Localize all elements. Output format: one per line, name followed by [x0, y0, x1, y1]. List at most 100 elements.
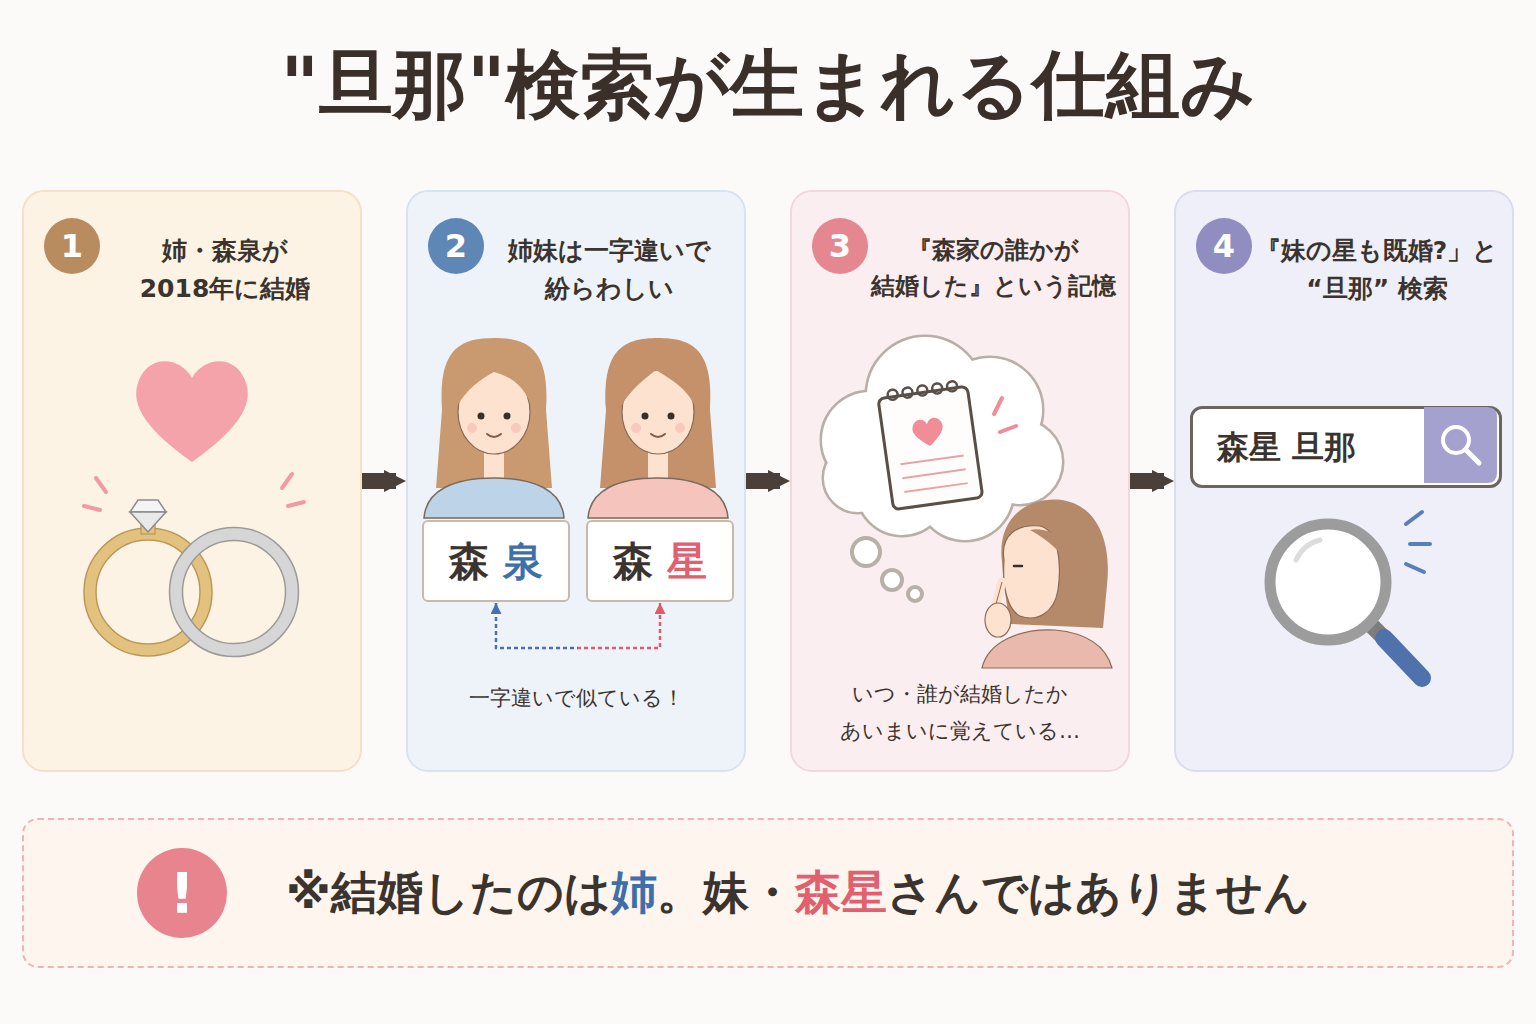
text-run: ※結婚したのは	[286, 865, 611, 919]
memory-note: いつ・誰が結婚したか あいまいに覚えている…	[792, 676, 1128, 750]
text-block: 1	[61, 227, 83, 265]
wedding-rings	[84, 361, 304, 656]
text-block: ※結婚したのは姉。妹・森星さんではありません	[286, 865, 1310, 920]
thinking-person	[982, 500, 1112, 668]
step-heading: 『妹の星も既婚?」と “旦那” 検索	[1248, 232, 1506, 307]
text-line: “旦那” 検索	[1256, 270, 1499, 308]
text-block: 森 泉	[449, 537, 543, 585]
text-run: いつ・誰が結婚したか	[852, 682, 1068, 706]
text-run: 『森家の誰かが	[908, 236, 1079, 264]
text-block: !	[169, 859, 195, 926]
text-line: 『森家の誰かが	[871, 232, 1116, 268]
text-run: 2018年に結婚	[140, 274, 311, 303]
step-number: 3	[812, 218, 868, 274]
text-run: 結婚した』という記憶	[871, 272, 1116, 300]
text-run: 泉	[503, 538, 543, 584]
text-line: 1	[61, 227, 83, 265]
text-block: 2	[445, 227, 467, 265]
text-line: 結婚した』という記憶	[871, 268, 1116, 304]
text-run: 紛らわしい	[545, 274, 674, 303]
text-run: 森星	[795, 865, 887, 919]
step-panel: 『妹の星も既婚?」と “旦那” 検索 4 森星 旦那	[1174, 190, 1514, 772]
text-block: 姉・森泉が 2018年に結婚	[140, 232, 311, 307]
text-line: 姉妹は一字違いで	[508, 232, 711, 270]
name-plate: 森 泉	[422, 520, 570, 602]
name-plate: 森 星	[586, 520, 734, 602]
search-query: 森星 旦那	[1217, 428, 1356, 466]
text-line: 紛らわしい	[508, 270, 711, 308]
magnifier-icon	[1270, 512, 1430, 678]
sister-figure	[424, 338, 564, 518]
text-line: 4	[1213, 227, 1235, 265]
text-line: ※結婚したのは姉。妹・森星さんではありません	[286, 865, 1310, 919]
step-heading: 姉妹は一字違いで 紛らわしい	[480, 232, 738, 307]
text-block: 4	[1213, 227, 1235, 265]
text-block: 一字違いで似ている！	[469, 686, 684, 711]
flow-arrow	[746, 473, 780, 489]
step-heading: 『森家の誰かが 結婚した』という記憶	[864, 232, 1122, 304]
text-run: 姉妹は一字違いで	[508, 236, 711, 265]
text-run: 姉・森泉が	[162, 236, 288, 265]
sister-figure	[588, 338, 728, 518]
step-number-text: 3	[829, 227, 851, 265]
step-number: 4	[1196, 218, 1252, 274]
step-number-text: 2	[445, 227, 467, 265]
text-block: 『森家の誰かが 結婚した』という記憶	[871, 232, 1116, 304]
text-run: 2	[445, 227, 467, 265]
text-line: 2018年に結婚	[140, 270, 311, 308]
text-block: 森 星	[613, 537, 707, 585]
flow-arrow	[362, 473, 396, 489]
text-line: 3	[829, 227, 851, 265]
text-run: 。妹・	[657, 865, 795, 919]
step-panel: 姉妹は一字違いで 紛らわしい一字違いで似ている！2森 泉森 星	[406, 190, 746, 772]
text-run: “旦那” 検索	[1306, 274, 1448, 303]
text-line: 2	[445, 227, 467, 265]
step-number-text: 1	[61, 227, 83, 265]
page-title: "旦那"検索が生まれる仕組み	[0, 40, 1536, 129]
text-run: 『妹の星も既婚?」と	[1256, 236, 1499, 265]
text-run: さんではありません	[887, 865, 1310, 919]
text-block: 姉妹は一字違いで 紛らわしい	[508, 232, 711, 307]
name-label: 森 泉	[449, 537, 543, 585]
text-run: 森星 旦那	[1217, 428, 1356, 466]
warning-icon: !	[137, 848, 227, 938]
text-run: 森	[449, 538, 503, 584]
text-block: 『妹の星も既婚?」と “旦那” 検索	[1256, 232, 1499, 307]
text-run: 1	[61, 227, 83, 265]
text-run: 一字違いで似ている！	[469, 686, 684, 710]
text-line: 一字違いで似ている！	[469, 686, 684, 710]
step-number-text: 4	[1213, 227, 1235, 265]
flow-arrow	[1130, 473, 1164, 489]
text-run: !	[169, 860, 195, 925]
similarity-note: 一字違いで似ている！	[408, 686, 744, 711]
name-label: 森 星	[613, 537, 707, 585]
text-line: あいまいに覚えている…	[840, 713, 1080, 750]
text-run: 4	[1213, 227, 1235, 265]
step-heading: 姉・森泉が 2018年に結婚	[96, 232, 354, 307]
search-box: 森星 旦那	[1190, 406, 1502, 488]
text-line: 『妹の星も既婚?」と	[1256, 232, 1499, 270]
text-run: 3	[829, 227, 851, 265]
step-number: 2	[428, 218, 484, 274]
text-run: 星	[667, 538, 707, 584]
text-line: 森星 旦那	[1217, 428, 1356, 466]
warning-band: ※結婚したのは姉。妹・森星さんではありません!	[22, 818, 1514, 968]
text-run: 姉	[611, 865, 657, 919]
step-number: 1	[44, 218, 100, 274]
text-line: いつ・誰が結婚したか	[840, 676, 1080, 713]
text-line: 森 星	[613, 538, 707, 584]
step-panel: 姉・森泉が 2018年に結婚 1	[22, 190, 362, 772]
warning-text: ※結婚したのは姉。妹・森星さんではありません	[286, 865, 1310, 920]
text-block: いつ・誰が結婚したか あいまいに覚えている…	[840, 676, 1080, 750]
text-line: 姉・森泉が	[140, 232, 311, 270]
text-run: あいまいに覚えている…	[840, 719, 1080, 743]
text-run: 森	[613, 538, 667, 584]
thought-cloud	[822, 337, 1062, 601]
similarity-link	[496, 603, 660, 648]
text-line: 森 泉	[449, 538, 543, 584]
step-panel: 『森家の誰かが 結婚した』という記憶いつ・誰が結婚したか あいまいに覚えている……	[790, 190, 1130, 772]
search-button	[1424, 407, 1497, 483]
warning-mark: !	[169, 859, 195, 926]
text-block: 3	[829, 227, 851, 265]
